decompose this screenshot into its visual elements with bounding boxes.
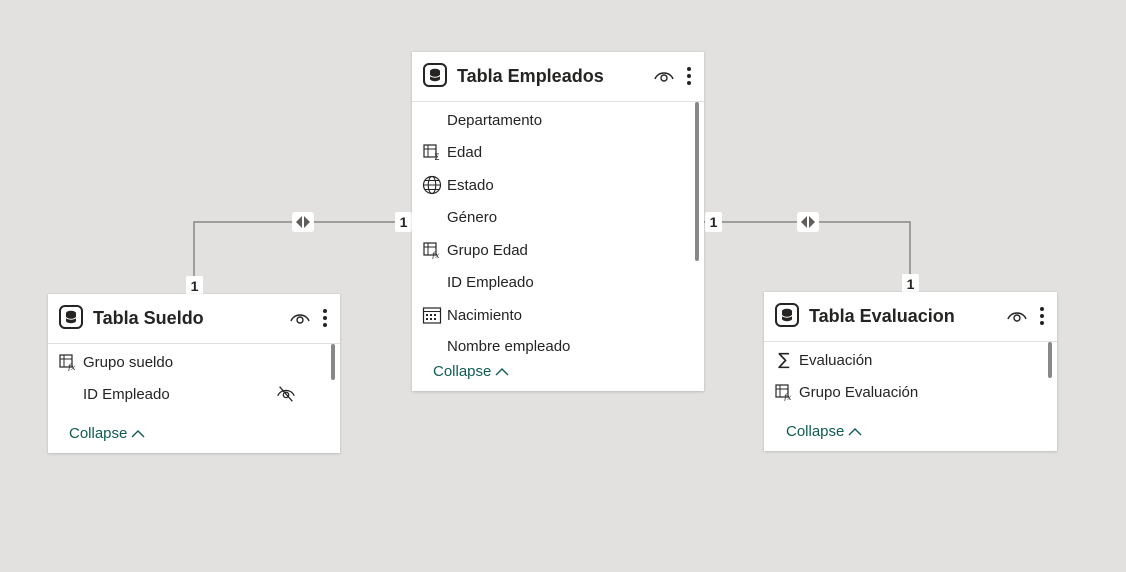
scrollbar-thumb[interactable] <box>1048 342 1052 378</box>
calculated-column-icon: fx <box>58 352 78 372</box>
field-row[interactable]: ID Empleado <box>48 382 328 406</box>
collapse-label: Collapse <box>433 363 492 380</box>
table-icon <box>59 305 83 329</box>
field-label: ID Empleado <box>83 385 170 403</box>
table-card-header[interactable]: Tabla Empleados <box>412 52 704 102</box>
collapse-button[interactable]: Collapse <box>786 423 862 440</box>
field-row[interactable]: fx Grupo sueldo <box>48 350 328 374</box>
table-card-evaluacion[interactable]: Tabla Evaluacion ∑ Evaluación fx Grupo E… <box>764 292 1057 451</box>
field-row[interactable]: fx Grupo Evaluación <box>764 380 1044 404</box>
field-label: Nacimiento <box>447 306 523 324</box>
collapse-button[interactable]: Collapse <box>69 425 145 442</box>
calendar-icon <box>422 305 442 325</box>
cardinality-badge-sueldo: 1 <box>186 276 203 296</box>
visibility-eye-icon[interactable] <box>1006 307 1028 325</box>
cardinality-badge-empleados-left: 1 <box>395 212 412 232</box>
cardinality-badge-evaluacion: 1 <box>902 274 919 294</box>
svg-text:fx: fx <box>783 393 792 401</box>
globe-icon <box>422 175 442 195</box>
field-label: Nombre empleado <box>447 338 571 355</box>
field-label: Grupo sueldo <box>83 353 174 371</box>
field-label: Edad <box>447 143 483 161</box>
field-label: Departamento <box>447 111 543 129</box>
field-label: Estado <box>447 176 494 194</box>
field-row[interactable]: Género <box>412 205 692 229</box>
scrollbar-thumb[interactable] <box>331 344 335 380</box>
table-icon <box>775 303 799 327</box>
bidirectional-filter-icon[interactable] <box>797 212 819 232</box>
field-row[interactable]: fx Grupo Edad <box>412 238 692 262</box>
field-label: ID Empleado <box>447 273 534 291</box>
field-label: Grupo Edad <box>447 241 528 259</box>
sigma-icon: ∑ <box>778 350 790 370</box>
table-title: Tabla Sueldo <box>93 308 204 328</box>
table-card-empleados[interactable]: Tabla Empleados Departamento Σ Edad Esta… <box>412 52 704 391</box>
relationship-line-sueldo-empleados[interactable] <box>193 221 412 294</box>
visibility-eye-icon[interactable] <box>289 309 311 327</box>
collapse-label: Collapse <box>69 425 128 442</box>
table-title: Tabla Evaluacion <box>809 306 955 326</box>
visibility-eye-icon[interactable] <box>653 67 675 85</box>
field-row[interactable]: ∑ Evaluación <box>764 348 1044 372</box>
field-row[interactable]: Estado <box>412 173 692 197</box>
table-icon <box>423 63 447 87</box>
field-row[interactable]: ID Empleado <box>412 270 692 294</box>
collapse-label: Collapse <box>786 423 845 440</box>
table-card-header[interactable]: Tabla Sueldo <box>48 294 340 344</box>
sum-table-icon: Σ <box>422 142 442 162</box>
chevron-up-icon <box>848 427 862 435</box>
bidirectional-filter-icon[interactable] <box>292 212 314 232</box>
more-options-icon[interactable] <box>684 65 694 87</box>
table-title: Tabla Empleados <box>457 66 604 86</box>
field-row[interactable]: Σ Edad <box>412 140 692 164</box>
relationship-line-empleados-evaluacion[interactable] <box>704 221 911 292</box>
cardinality-badge-empleados-right: 1 <box>705 212 722 232</box>
hidden-eye-icon[interactable] <box>276 384 296 404</box>
collapse-button[interactable]: Collapse <box>433 363 509 380</box>
more-options-icon[interactable] <box>1037 305 1047 327</box>
field-label: Género <box>447 208 498 226</box>
field-row[interactable]: Nombre empleado <box>412 335 692 355</box>
field-row[interactable]: Departamento <box>412 108 692 132</box>
calculated-column-icon: fx <box>422 240 442 260</box>
chevron-up-icon <box>131 429 145 437</box>
field-row[interactable]: Nacimiento <box>412 303 692 327</box>
table-card-header[interactable]: Tabla Evaluacion <box>764 292 1057 342</box>
more-options-icon[interactable] <box>320 307 330 329</box>
chevron-up-icon <box>495 367 509 375</box>
scrollbar-thumb[interactable] <box>695 102 699 261</box>
svg-text:fx: fx <box>431 251 440 259</box>
calculated-column-icon: fx <box>774 382 794 402</box>
svg-text:Σ: Σ <box>434 153 440 161</box>
svg-text:fx: fx <box>67 363 76 371</box>
field-label: Evaluación <box>799 351 873 369</box>
table-card-sueldo[interactable]: Tabla Sueldo fx Grupo sueldo ID Empleado… <box>48 294 340 453</box>
field-label: Grupo Evaluación <box>799 383 919 401</box>
